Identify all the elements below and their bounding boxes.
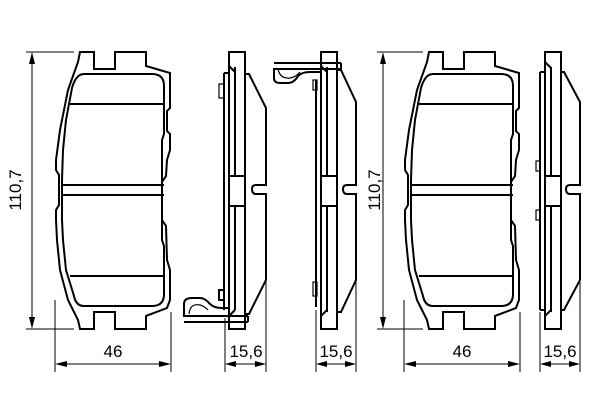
height-label-right: 110,7 bbox=[365, 169, 384, 210]
width-dimension-right: 46 bbox=[403, 300, 521, 372]
height-dimension-left: 110,7 bbox=[6, 51, 74, 330]
pad-side-3 bbox=[535, 51, 581, 330]
height-label-left: 110,7 bbox=[6, 169, 25, 210]
pad-side-1 bbox=[183, 51, 267, 330]
thickness-dimension-2: 15,6 bbox=[315, 282, 357, 372]
width-label-right: 46 bbox=[453, 342, 472, 361]
thickness-label-3: 15,6 bbox=[543, 342, 576, 361]
thickness-label-2: 15,6 bbox=[319, 342, 352, 361]
height-dimension-right: 110,7 bbox=[365, 51, 423, 330]
pad-front-right bbox=[404, 51, 520, 330]
thickness-dimension-1: 15,6 bbox=[224, 282, 267, 372]
thickness-label-1: 15,6 bbox=[229, 342, 262, 361]
pad-front-left bbox=[55, 51, 171, 330]
width-dimension-left: 46 bbox=[54, 300, 172, 372]
thickness-dimension-3: 15,6 bbox=[539, 282, 581, 372]
width-label-left: 46 bbox=[104, 342, 123, 361]
pad-side-2 bbox=[273, 51, 357, 330]
